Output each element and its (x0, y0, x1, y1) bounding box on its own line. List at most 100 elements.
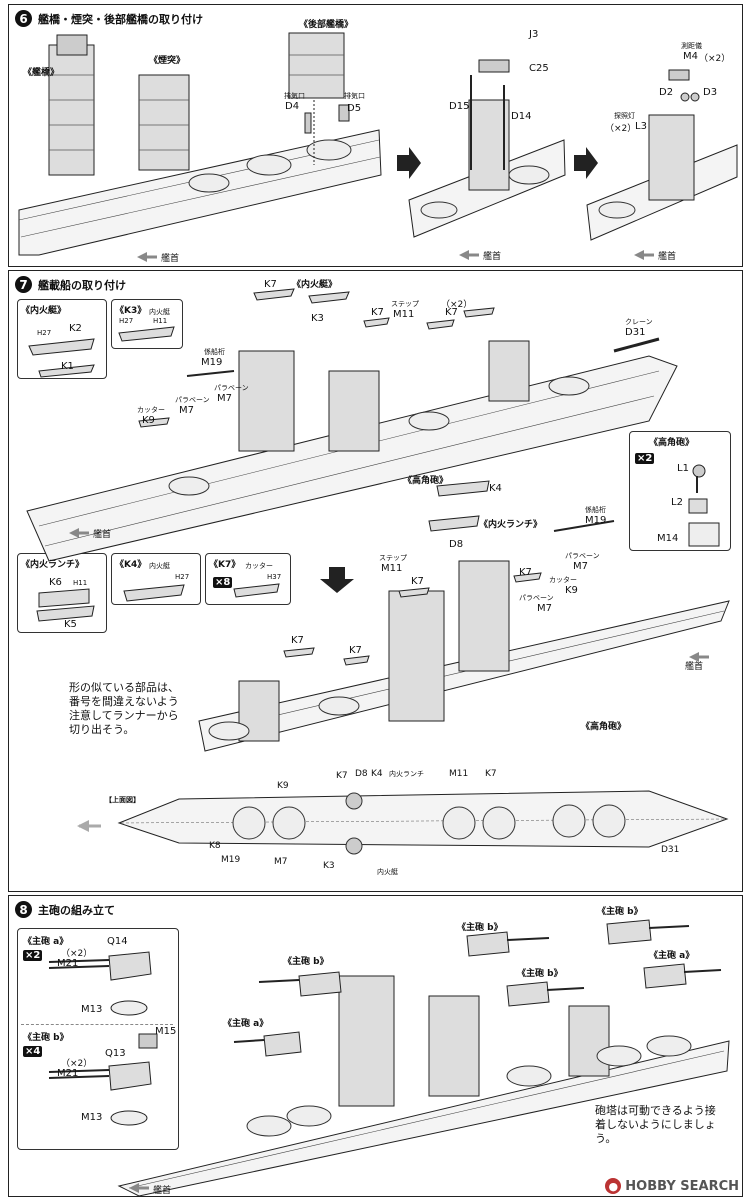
part-d8-b: D8 (355, 769, 368, 779)
part-m13-b: M13 (81, 1112, 103, 1123)
part-m14: M14 (657, 533, 679, 544)
label-paravane-3: パラベーン (565, 552, 600, 560)
part-l2: L2 (671, 497, 683, 508)
step-number: 6 (15, 10, 32, 27)
part-d5: D5 (347, 103, 362, 114)
label-bridge: 《艦橋》 (23, 68, 60, 78)
label-gun-b-box: 《主砲 b》 (23, 1033, 69, 1043)
label-gun-a-box: 《主砲 a》 (23, 937, 69, 947)
label-launch-mid: 《内火ランチ》 (479, 520, 543, 530)
label-gun-b-2: 《主砲 b》 (457, 923, 503, 933)
part-k7-h: K7 (336, 771, 348, 781)
part-h11-a: H11 (153, 317, 168, 325)
label-bow-3: 艦首 (658, 252, 677, 262)
part-d8: D8 (449, 539, 464, 550)
note-similar-parts: 形の似ている部品は、番号を間違えないよう注意してランナーから切り出そう。 (69, 681, 179, 736)
part-k7-e: K7 (519, 567, 532, 578)
part-k6: K6 (49, 577, 62, 588)
label-x2-b: （×2） (61, 1059, 93, 1069)
part-m7-c: M7 (573, 561, 588, 572)
part-m11: M11 (393, 309, 415, 320)
label-k3-sub: 内火艇 (149, 308, 170, 316)
label-bow: 艦首 (153, 1186, 172, 1196)
part-m11-b: M11 (381, 563, 403, 574)
label-bow-1: 艦首 (161, 254, 180, 264)
part-k4-b: K4 (371, 769, 383, 779)
label-step: ステップ (391, 300, 419, 308)
label-x2-b: （×2） (605, 124, 637, 134)
label-boom: 係船桁 (204, 348, 225, 356)
label-gun-b-3: 《主砲 b》 (517, 969, 563, 979)
label-step-2: ステップ (379, 554, 407, 562)
part-m21-b: M21 (57, 1068, 79, 1079)
step-title: 艦橋・煙突・後部艦橋の取り付け (38, 12, 203, 26)
multiplier-x8: ×8 (213, 577, 233, 588)
part-k5: K5 (64, 619, 77, 630)
part-k9-c: K9 (277, 781, 289, 791)
part-k7-g: K7 (349, 645, 362, 656)
label-inner-boat-box: 《内火艇》 (21, 306, 67, 316)
part-m15: M15 (155, 1026, 177, 1037)
part-k3-b: K3 (323, 861, 335, 871)
label-k4-sub: 内火艇 (149, 562, 170, 570)
label-gun-b-4: 《主砲 b》 (597, 907, 643, 917)
part-m19: M19 (201, 357, 223, 368)
label-exhaust-a: 排気口 (284, 92, 305, 100)
label-searchlight: 探照灯 (614, 112, 635, 120)
label-k7-sub: カッター (245, 562, 273, 570)
step-title: 主砲の組み立て (38, 903, 115, 917)
label-ha-gun-box: 《高角砲》 (649, 438, 695, 448)
hobby-search-logo-icon: ● (605, 1178, 622, 1194)
part-h27-c: H27 (175, 573, 190, 581)
note-turret-movable: 砲塔は可動できるよう接着しないようにしましょう。 (595, 1104, 716, 1145)
part-h27-a: H27 (37, 329, 52, 337)
part-m7-d: M7 (537, 603, 552, 614)
part-h37: H37 (267, 573, 282, 581)
part-d3: D3 (703, 87, 718, 98)
step-8-header: 8 主砲の組み立て (15, 901, 115, 918)
part-k7-b: K7 (371, 307, 384, 318)
label-top-view: 【上面図】 (105, 796, 140, 804)
label-cutter-2: カッター (549, 576, 577, 584)
part-k7-d: K7 (411, 576, 424, 587)
label-paravane-2: パラベーン (175, 396, 210, 404)
part-d31-b: D31 (661, 845, 680, 855)
step-6-illustration (18, 32, 738, 262)
step-6-panel: 6 艦橋・煙突・後部艦橋の取り付け (8, 4, 743, 267)
label-x2: （×2） (441, 300, 473, 310)
step-8-illustration (48, 919, 730, 1196)
label-bow-2: 艦首 (483, 252, 502, 262)
part-l3: L3 (635, 121, 647, 132)
label-x2-a: （×2） (699, 54, 731, 64)
step-number: 8 (15, 901, 32, 918)
label-launch-box: 《内火ランチ》 (21, 560, 85, 570)
step-7-panel: 7 艦載船の取り付け (8, 270, 743, 892)
label-crane: クレーン (625, 318, 653, 326)
multiplier-x2: ×2 (23, 950, 43, 961)
label-ha-gun-low: 《高角砲》 (581, 722, 627, 732)
label-exhaust-b: 排気口 (344, 92, 365, 100)
part-k8: K8 (209, 841, 221, 851)
part-m13-a: M13 (81, 1004, 103, 1015)
part-l1: L1 (677, 463, 689, 474)
step-7-illustration (26, 288, 730, 855)
label-inner-boat-top: 《内火艇》 (292, 280, 338, 290)
part-k9: K9 (142, 415, 155, 426)
label-launch: 内火ランチ (389, 770, 424, 778)
label-x2-a: （×2） (61, 949, 93, 959)
part-d14: D14 (511, 111, 532, 122)
multiplier-x2: ×2 (635, 453, 655, 464)
detail-box-divider (21, 1024, 173, 1025)
label-lookout: 測距儀 (681, 42, 702, 50)
part-h27-b: H27 (119, 317, 134, 325)
label-gun-a-2: 《主砲 a》 (649, 951, 695, 961)
part-k3: K3 (311, 313, 324, 324)
label-k7-box: 《K7》 (209, 560, 241, 570)
part-m7-b: M7 (179, 405, 194, 416)
part-m7-a: M7 (217, 393, 232, 404)
part-d31: D31 (625, 327, 646, 338)
part-d15: D15 (449, 101, 470, 112)
part-c25: C25 (529, 63, 549, 74)
part-k7-top: K7 (264, 279, 277, 290)
label-k4-box: 《K4》 (115, 560, 147, 570)
